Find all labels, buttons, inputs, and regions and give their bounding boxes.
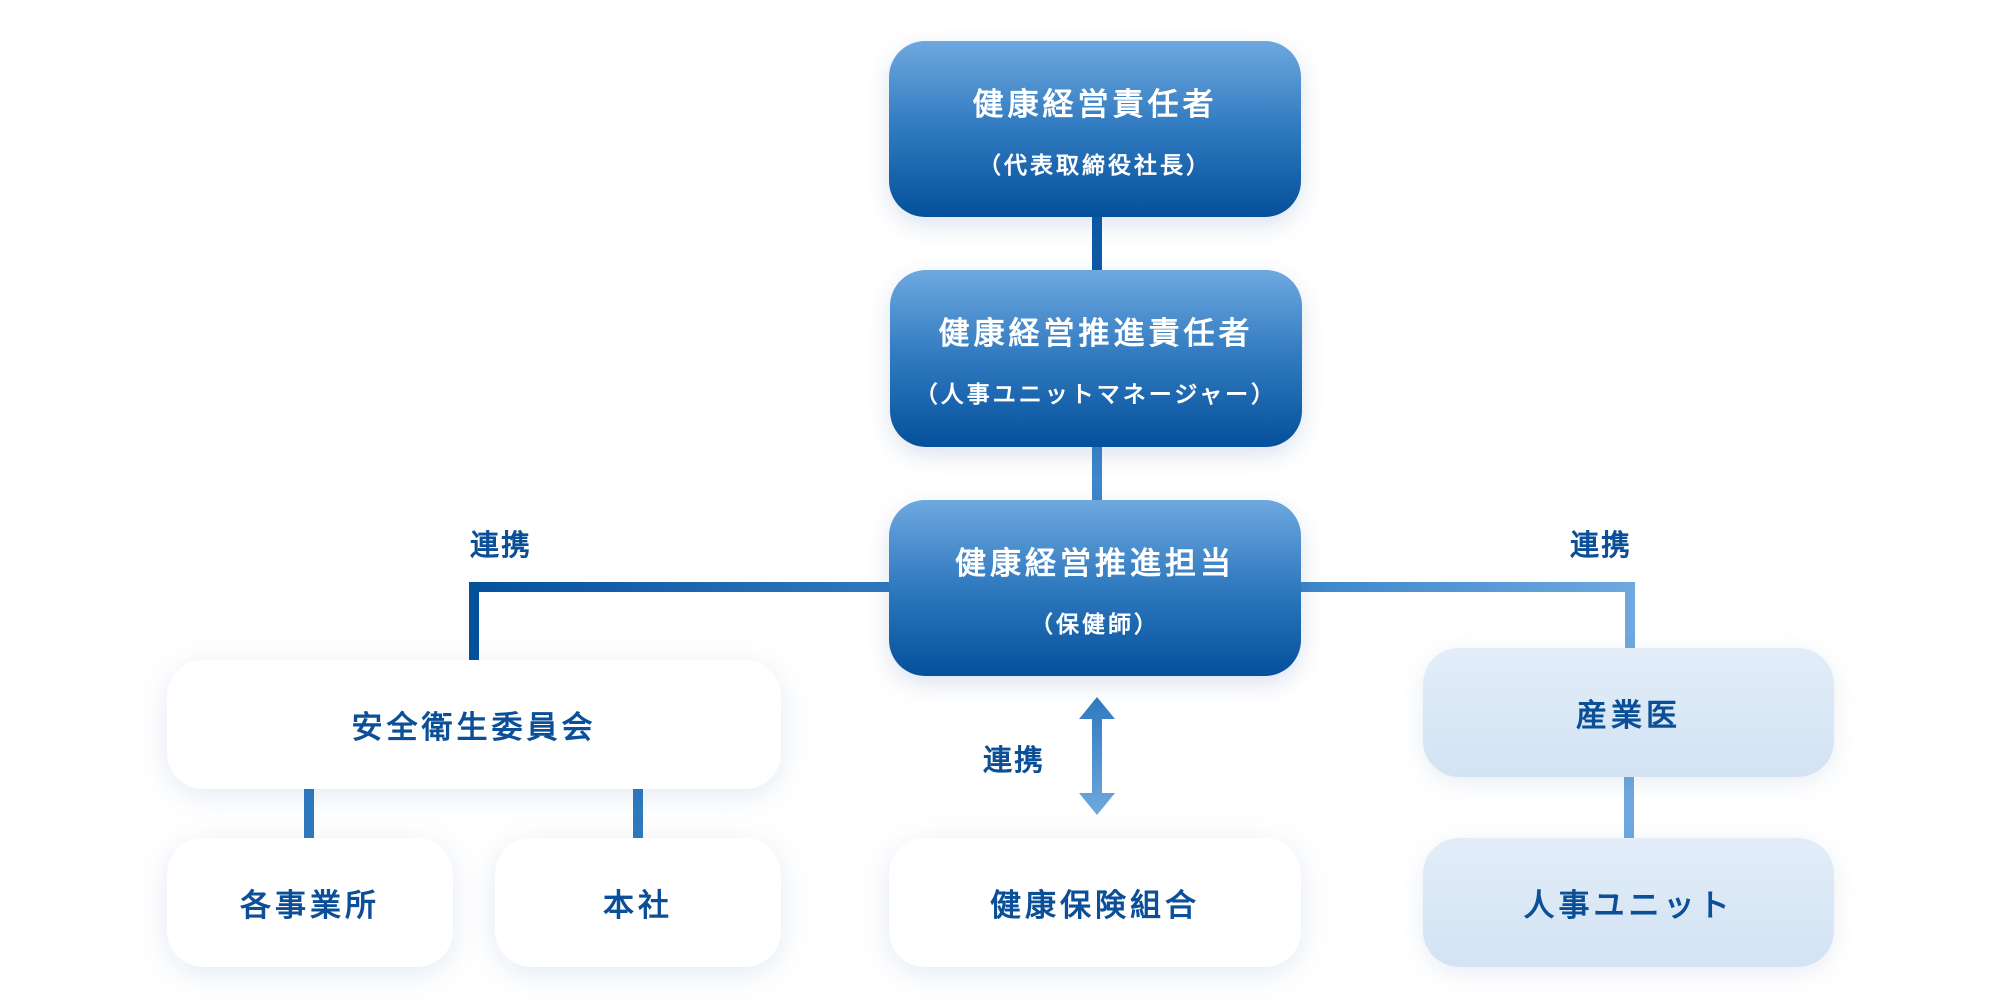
node-title: 安全衛生委員会 [351,710,597,746]
link-label-right: 連携 [1569,528,1633,562]
node-staff: 健康経営推進担当 （保健師） [889,500,1301,676]
connector-committee-offices [304,789,314,838]
node-offices: 各事業所 [167,838,453,967]
node-subtitle: （人事ユニットマネージャー） [914,382,1278,408]
node-promoter: 健康経営推進責任者 （人事ユニットマネージャー） [890,270,1302,447]
link-label-bottom: 連携 [982,743,1046,777]
node-title: 本社 [603,888,673,924]
connector-promoter-staff [1092,447,1102,500]
node-hq: 本社 [495,838,781,967]
double-arrow-icon [1079,697,1115,815]
connector-ceo-promoter [1092,217,1102,270]
node-title: 産業医 [1576,698,1681,734]
connector-left-vertical [469,582,479,660]
connector-left-horizontal [469,582,889,592]
node-insurance: 健康保険組合 [889,838,1301,967]
node-subtitle: （保健師） [1030,611,1160,638]
node-title: 健康保険組合 [990,888,1200,924]
node-title: 健康経営責任者 [972,86,1218,123]
connector-doctor-hr [1624,777,1634,838]
connector-right-vertical [1625,582,1635,648]
node-title: 健康経営推進担当 [955,545,1235,582]
node-ceo: 健康経営責任者 （代表取締役社長） [889,41,1301,217]
node-title: 健康経営推進責任者 [938,316,1254,352]
connector-right-horizontal [1301,582,1635,592]
node-title: 各事業所 [240,888,380,924]
node-subtitle: （代表取締役社長） [978,152,1212,179]
node-hr: 人事ユニット [1423,838,1834,967]
node-doctor: 産業医 [1423,648,1834,777]
link-label-left: 連携 [469,528,533,562]
connector-committee-hq [633,789,643,838]
node-committee: 安全衛生委員会 [167,660,781,789]
node-title: 人事ユニット [1523,888,1734,924]
